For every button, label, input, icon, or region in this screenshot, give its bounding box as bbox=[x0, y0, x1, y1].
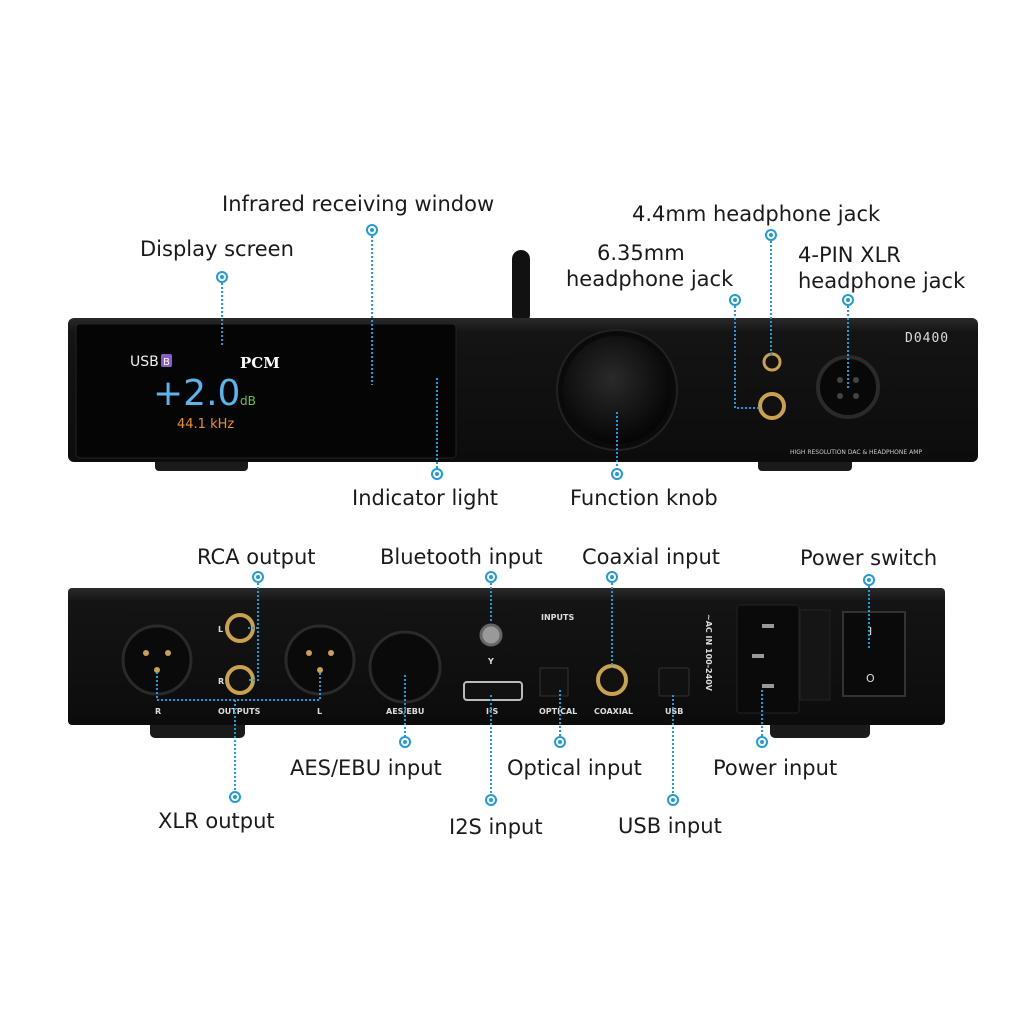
silk-inputs: INPUTS bbox=[541, 613, 574, 622]
rear-labels: RCA output Bluetooth input Coaxial input… bbox=[158, 545, 937, 839]
fuse-holder bbox=[799, 609, 831, 701]
input-badge bbox=[161, 354, 172, 367]
label-optical: Optical input bbox=[507, 756, 642, 780]
silk-r: R bbox=[155, 707, 161, 716]
label-usb: USB input bbox=[618, 814, 722, 838]
logo: D0400 bbox=[905, 331, 949, 346]
label-xlr-line1: 4-PIN XLR bbox=[798, 243, 901, 267]
label-jack-635-line1: 6.35mm bbox=[597, 241, 685, 265]
rear-panel: I O R OUTPUTS L L R AES/EBU I²S Y OPTICA… bbox=[68, 588, 945, 738]
coaxial-input bbox=[596, 664, 628, 696]
label-i2s: I2S input bbox=[449, 815, 543, 839]
display-volume: +2.0 bbox=[153, 373, 240, 414]
power-inlet bbox=[736, 604, 800, 714]
label-xlr-line2: headphone jack bbox=[798, 269, 966, 293]
label-xlr: XLR output bbox=[158, 809, 275, 833]
i2s-hdmi-port bbox=[463, 681, 523, 701]
antenna bbox=[512, 250, 530, 324]
jack-6-35mm bbox=[758, 392, 786, 420]
silk-l: L bbox=[317, 707, 322, 716]
display-format: PCM bbox=[240, 354, 280, 372]
rear-chassis bbox=[68, 588, 945, 725]
silk-optical: OPTICAL bbox=[539, 707, 577, 716]
optical-input bbox=[539, 667, 569, 697]
silk-rca-r: R bbox=[218, 677, 224, 686]
jack-4-4mm bbox=[762, 352, 782, 372]
label-knob: Function knob bbox=[570, 486, 718, 510]
display-unit: dB bbox=[240, 394, 256, 408]
usb-input bbox=[658, 667, 690, 697]
label-jack-635-line2: headphone jack bbox=[566, 267, 734, 291]
silk-usb: USB bbox=[665, 707, 683, 716]
silk-i2s: I²S bbox=[486, 707, 498, 716]
silk-outputs: OUTPUTS bbox=[218, 707, 261, 716]
label-power-switch: Power switch bbox=[800, 546, 937, 570]
label-ir-window: Infrared receiving window bbox=[222, 192, 494, 216]
power-switch[interactable] bbox=[842, 611, 906, 697]
silk-coaxial: COAXIAL bbox=[594, 707, 633, 716]
label-jack-44: 4.4mm headphone jack bbox=[632, 202, 881, 226]
label-indicator: Indicator light bbox=[352, 486, 498, 510]
label-rca: RCA output bbox=[197, 545, 316, 569]
display-screen bbox=[75, 323, 457, 459]
xlr-output-r bbox=[121, 624, 193, 696]
rear-callouts bbox=[156, 571, 875, 806]
label-aes: AES/EBU input bbox=[290, 756, 442, 780]
xlr-output-l bbox=[284, 624, 356, 696]
label-coaxial: Coaxial input bbox=[582, 545, 720, 569]
bluetooth-antenna-port bbox=[479, 623, 503, 647]
switch-on-mark: I bbox=[869, 625, 872, 638]
silk-ac: ~AC IN 100-240V bbox=[704, 614, 713, 692]
knob-face bbox=[563, 336, 671, 444]
label-bluetooth: Bluetooth input bbox=[380, 545, 543, 569]
tagline: HIGH RESOLUTION DAC & HEADPHONE AMP bbox=[790, 449, 922, 456]
display-input: USB bbox=[130, 354, 159, 370]
silk-rca-l: L bbox=[218, 625, 223, 634]
front-callouts bbox=[216, 224, 854, 480]
silk-antenna: Y bbox=[487, 657, 494, 666]
label-power-input: Power input bbox=[713, 756, 837, 780]
display-input-badge: B bbox=[163, 357, 170, 368]
front-labels: Infrared receiving window Display screen… bbox=[140, 192, 966, 510]
switch-off-mark: O bbox=[866, 672, 875, 685]
front-panel: USB B PCM +2.0 dB 44.1 kHz D0400 HIGH RE… bbox=[68, 250, 978, 471]
label-display: Display screen bbox=[140, 237, 294, 261]
aes-ebu-input bbox=[368, 630, 442, 704]
display-sample-rate: 44.1 kHz bbox=[177, 417, 234, 432]
